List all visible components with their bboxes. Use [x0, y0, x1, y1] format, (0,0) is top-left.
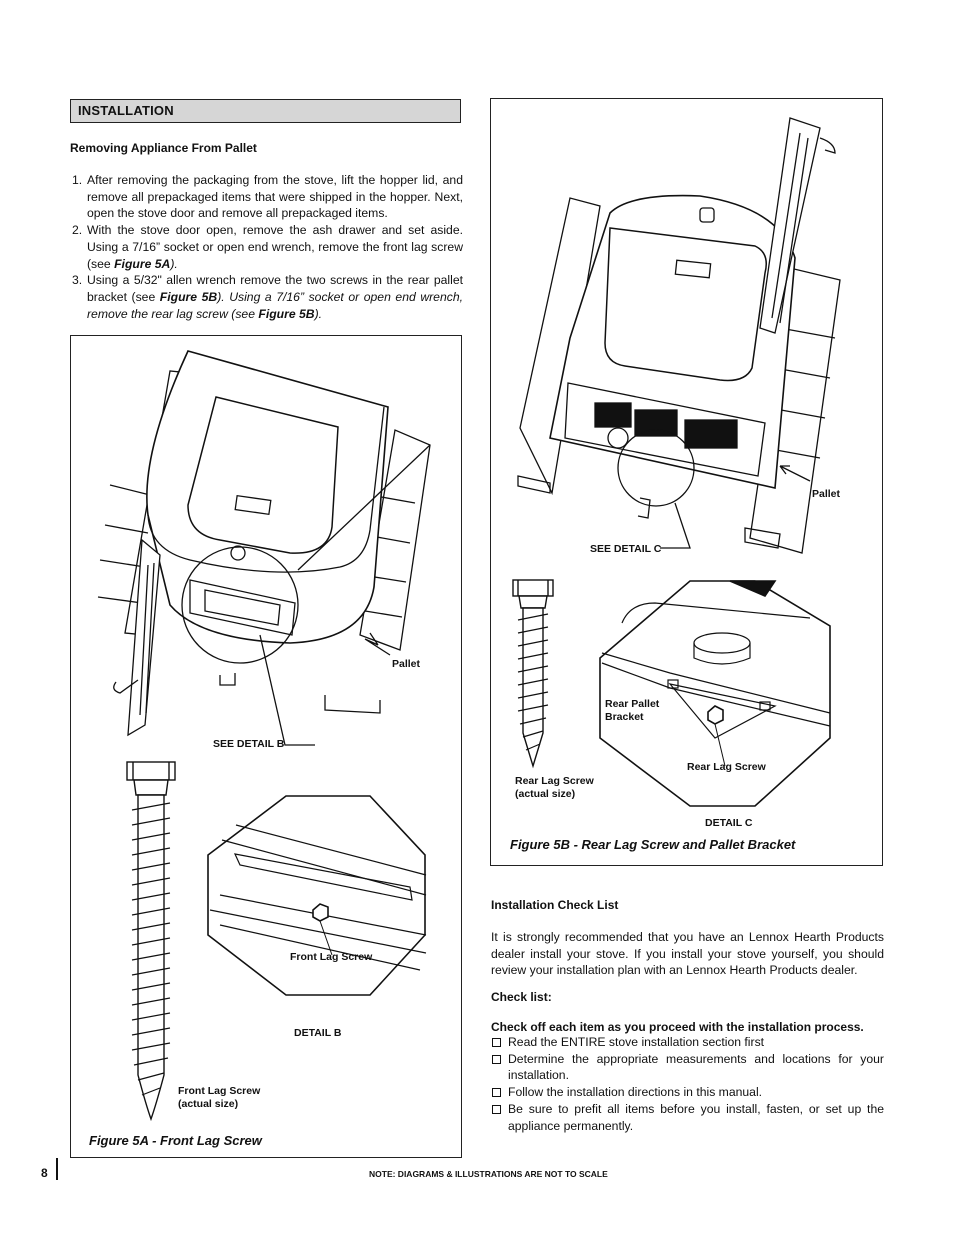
removing-heading: Removing Appliance From Pallet [70, 141, 257, 155]
pallet-label-5a: Pallet [392, 658, 421, 670]
checklist-subheading: Check list: [491, 990, 552, 1004]
checklist-instruction: Check off each item as you proceed with … [491, 1020, 864, 1034]
footer-note: NOTE: DIAGRAMS & ILLUSTRATIONS ARE NOT T… [369, 1169, 608, 1179]
rear-lag-screw-label: Rear Lag Screw [687, 761, 766, 773]
checklist-intro: It is strongly recommended that you have… [491, 930, 884, 978]
figure-5b-illustration [512, 117, 841, 807]
checklist-item[interactable]: Determine the appropriate measurements a… [491, 1051, 884, 1084]
figure-reference: Figure 5B [159, 289, 218, 304]
step-item: 1. After removing the packaging from the… [72, 173, 463, 221]
figure-reference: Figure 5A [114, 256, 171, 271]
section-title: INSTALLATION [78, 103, 174, 118]
checkbox-icon[interactable] [492, 1104, 501, 1114]
screw-actual-size-label: Front Lag Screw (actual size) [178, 1085, 261, 1110]
pallet-label-5b: Pallet [812, 488, 841, 500]
page-number: 8 [41, 1166, 48, 1180]
figure-5b-frame [490, 98, 883, 866]
see-detail-b-label: SEE DETAIL B [213, 738, 285, 750]
front-lag-screw-drawing [126, 761, 176, 1122]
step-item: 3. Using a 5/32" allen wrench remove the… [72, 273, 463, 321]
checklist-item[interactable]: Follow the installation directions in th… [491, 1084, 884, 1101]
figure-reference: Figure 5B [258, 306, 315, 321]
checklist-heading: Installation Check List [491, 898, 619, 912]
figure-5a-caption: Figure 5A - Front Lag Screw [89, 1133, 262, 1148]
figure-5a-illustration [97, 350, 431, 1122]
footer-rule [56, 1158, 58, 1180]
figure-5b-caption: Figure 5B - Rear Lag Screw and Pallet Br… [510, 837, 796, 852]
see-detail-c-label: SEE DETAIL C [590, 543, 662, 555]
figure-5a-frame [70, 335, 462, 1158]
section-header: INSTALLATION [70, 99, 461, 123]
front-lag-screw-label: Front Lag Screw [290, 951, 373, 963]
rear-screw-actual-size-label: Rear Lag Screw (actual size) [515, 775, 594, 800]
step-item: 2. With the stove door open, remove the … [72, 223, 463, 271]
checklist-item[interactable]: Read the ENTIRE stove installation secti… [491, 1034, 884, 1051]
detail-c-octagon [599, 580, 831, 807]
removal-steps: 1. After removing the packaging from the… [70, 172, 463, 322]
detail-c-label: DETAIL C [705, 817, 753, 829]
detail-b-label: DETAIL B [294, 1027, 342, 1039]
checkbox-icon[interactable] [492, 1054, 501, 1064]
checklist-item[interactable]: Be sure to prefit all items before you i… [491, 1101, 884, 1134]
detail-b-octagon [207, 795, 427, 996]
checkbox-icon[interactable] [492, 1088, 501, 1098]
rear-pallet-bracket-label: Rear Pallet Bracket [605, 698, 660, 723]
rear-lag-screw-drawing [512, 579, 554, 769]
checkbox-icon[interactable] [492, 1038, 501, 1047]
checklist: Read the ENTIRE stove installation secti… [491, 1034, 884, 1134]
